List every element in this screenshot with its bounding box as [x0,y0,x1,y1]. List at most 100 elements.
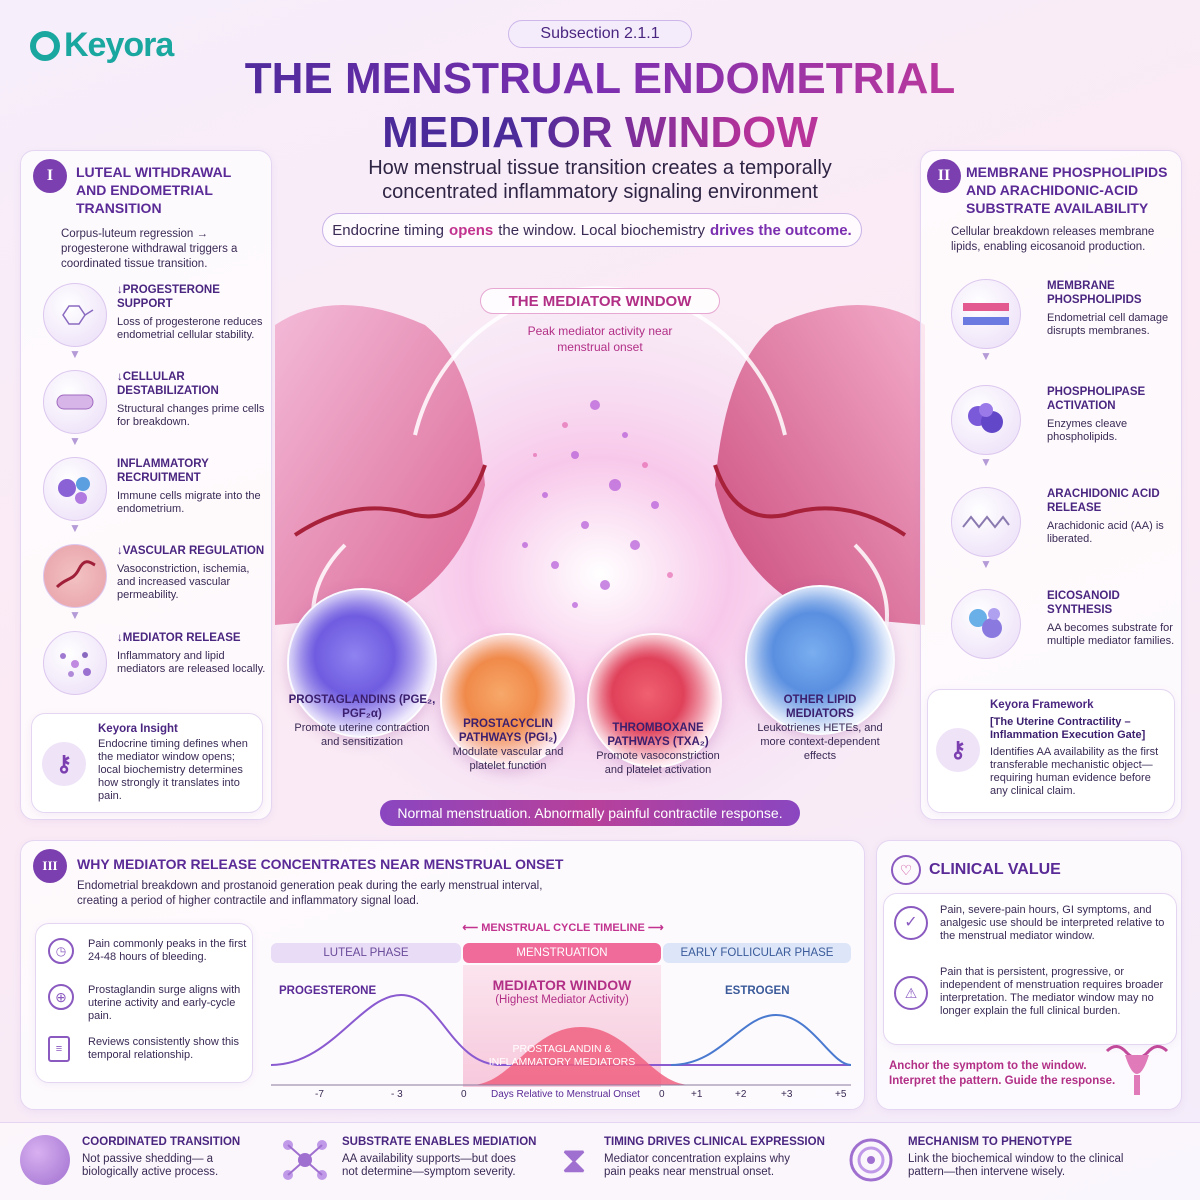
keyora-key-icon: ⚷ [42,742,86,786]
tagline-pill: Endocrine timing opens the window. Local… [322,213,862,247]
step-text: Immune cells migrate into the endometriu… [117,490,261,515]
insight-title: Keyora Insight [98,723,178,735]
tick: +5 [835,1089,847,1100]
network-icon [280,1135,330,1190]
timeline-label: ⟵ MENSTRUAL CYCLE TIMELINE ⟶ [462,922,664,934]
fatty-acid-icon: ▼ [951,487,1021,589]
section-numeral: II [927,159,961,193]
clinical-card: ✓ Pain, severe-pain hours, GI symptoms, … [883,893,1177,1045]
thromboxane-bubble [587,633,722,768]
tick: - 3 [391,1089,403,1100]
insight-card: ⚷ Keyora Insight Endocrine timing define… [31,713,263,813]
timeline-title: MENSTRUAL CYCLE TIMELINE [481,922,645,934]
fact-item: ⊕ Prostaglandin surge aligns with uterin… [48,984,248,1023]
fact-text: Reviews consistently show this temporal … [88,1036,240,1061]
eicosanoid-icon [951,589,1021,685]
right-intro: Cellular breakdown releases membrane lip… [951,226,1155,253]
tagline-part: the window. Local biochemistry [498,221,705,239]
clinical-title: CLINICAL VALUE [929,861,1061,878]
step-title: ↓VASCULAR REGULATION [117,545,265,557]
mediator-window-title: MEDIATOR WINDOW [492,977,632,993]
lipid-mediators-bubble [745,585,895,735]
subtitle-line2: concentrated inflammatory signaling envi… [382,181,818,203]
center-banner: Normal menstruation. Abnormally painful … [380,800,800,826]
facts-card: ◷ Pain commonly peaks in the first 24-48… [35,923,253,1083]
bottom-item: MECHANISM TO PHENOTYPE Link the biochemic… [846,1135,1176,1190]
clinical-item1: Pain, severe-pain hours, GI symptoms, an… [940,904,1165,942]
progesterone-label: PROGESTERONE [279,985,377,997]
left-steps: ▼ ↓PROGESTERONE SUPPORT Loss of progester… [43,283,268,711]
cta-line: Anchor the symptom to the window. [889,1060,1087,1072]
bottom-title: MECHANISM TO PHENOTYPE [908,1136,1072,1148]
tissue-illustration: THE MEDIATOR WINDOW Peak mediator activi… [275,255,925,835]
tick: 0 [461,1089,467,1100]
axis-label: Days Relative to Menstrual Onset [491,1089,640,1100]
axis-ticks: -7 - 3 0 Days Relative to Menstrual Onse… [271,1089,851,1105]
tagline-part: Endocrine timing [332,221,445,239]
mediator-label: THROMBOXANE PATHWAYS (TXA₂)Promote vasoc… [593,721,723,777]
framework-text: Identifies AA availability as the first … [990,746,1159,797]
mediator-name: OTHER LIPID MEDIATORS [783,694,857,720]
document-icon: ≡ [48,1036,70,1062]
bottom-title: COORDINATED TRANSITION [82,1136,241,1148]
hormone-curves [271,993,851,1086]
hourglass-icon: ⧗ [561,1139,587,1180]
immune-cells-icon: ▼ [43,457,107,544]
left-intro: Corpus-luteum regression → progesterone … [61,228,238,270]
clinical-item2: Pain that is persistent, progressive, or… [940,966,1164,1017]
heart-icon: ♡ [891,855,921,885]
mediator-window-sub: (Highest Mediator Activity) [495,994,629,1006]
page-title: THE MENSTRUAL ENDOMETRIAL MEDIATOR WINDO… [200,52,1000,160]
bottom-text: Link the biochemical window to the clini… [908,1153,1124,1178]
bottom-title: TIMING DRIVES CLINICAL EXPRESSION [604,1136,825,1148]
section-numeral: I [33,159,67,193]
step-text: Loss of progesterone reduces endometrial… [117,316,263,341]
step-text: Enzymes cleave phospholipids. [1047,418,1128,443]
subtitle-line1: How menstrual tissue transition creates … [368,157,832,179]
step-title: ↓CELLULAR DESTABILIZATION [117,371,219,397]
logo-text: Keyora [64,26,174,64]
step-text: Inflammatory and lipid mediators are rel… [117,650,266,675]
cta-line: Interpret the pattern. Guide the respons… [889,1075,1116,1087]
logo: Keyora [30,26,174,65]
vessel-icon: ▼ [43,544,107,631]
left-step: ↓MEDIATOR RELEASE Inflammatory and lipid … [43,631,268,711]
cells-icon [20,1135,70,1185]
left-step: ▼ ↓VASCULAR REGULATION Vasoconstriction, … [43,544,268,631]
step-text: Vasoconstriction, ischemia, and increase… [117,563,250,601]
mediator-name: PROSTAGLANDINS (PGE₂, PGF₂α) [288,694,436,720]
mediator-desc: Promote uterine contraction and sensitiz… [294,722,430,748]
window-sub: Peak mediator activity near menstrual on… [527,324,673,354]
step-title: ↓PROGESTERONE SUPPORT [117,284,220,310]
section-numeral: III [33,849,67,883]
step-text: Arachidonic acid (AA) is liberated. [1047,520,1164,545]
phase-menstruation: MENSTRUATION [463,943,661,963]
mediator-label: PROSTACYCLIN PATHWAYS (PGI₂)Modulate vas… [447,717,569,773]
particles-icon [43,631,107,711]
prostacyclin-bubble [440,633,575,768]
title-line1: THE MENSTRUAL ENDOMETRIAL [200,52,1000,106]
fact-item: ◷ Pain commonly peaks in the first 24-48… [48,938,248,964]
step-title: ↓MEDIATOR RELEASE [117,632,241,644]
estrogen-label: ESTROGEN [725,985,790,997]
step-text: Endometrial cell damage disrupts membran… [1047,312,1169,337]
clinical-panel: ♡ CLINICAL VALUE ✓ Pain, severe-pain hou… [876,840,1182,1110]
step-text: AA becomes substrate for multiple mediat… [1047,622,1175,647]
tick: +3 [781,1089,793,1100]
tagline-emphasis: opens [449,221,494,239]
tick: -7 [315,1089,324,1100]
clock-icon: ◷ [48,938,74,964]
enzyme-icon: ▼ [951,385,1021,487]
mediator-name: PROSTACYCLIN PATHWAYS (PGI₂) [458,718,558,744]
membrane-icon: ▼ [43,370,107,457]
left-title: LUTEAL WITHDRAWAL AND ENDOMETRIAL TRANSI… [76,164,232,216]
framework-title: Keyora Framework [990,699,1094,711]
right-title: MEMBRANE PHOSPHOLIPIDS AND ARACHIDONIC-A… [966,164,1168,216]
right-panel: II MEMBRANE PHOSPHOLIPIDS AND ARACHIDONI… [920,150,1182,820]
